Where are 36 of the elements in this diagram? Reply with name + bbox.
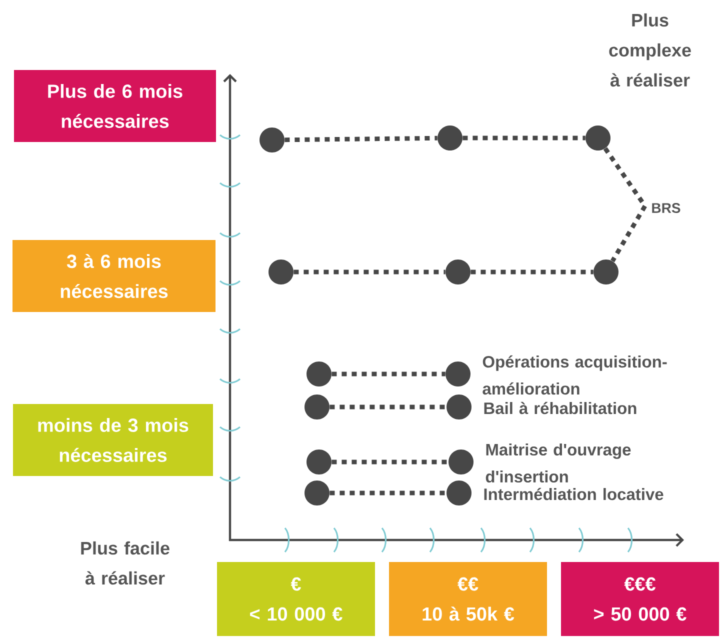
dotted-line [603, 147, 648, 262]
dot [306, 450, 332, 474]
dot [306, 362, 332, 386]
option-label: Intermédiation locative [484, 488, 664, 500]
dot [304, 394, 330, 420]
dot [446, 480, 472, 506]
time-box: Plus de 6 mois nécessaires [14, 70, 216, 142]
edge-label: BRS [652, 203, 680, 213]
dot [446, 260, 470, 284]
dot [586, 126, 610, 150]
dotted-line [462, 136, 586, 140]
dot [446, 394, 472, 420]
dot [448, 450, 474, 474]
dot [304, 480, 330, 506]
dot [268, 260, 294, 284]
dotted-line [330, 404, 446, 410]
dot [260, 128, 284, 152]
time-box: 3 à 6 mois nécessaires [12, 240, 216, 312]
time-box: € < 10 000 € [217, 562, 375, 636]
option-label: Opérations acquisition-amélioration [482, 355, 667, 395]
dotted-line [470, 270, 594, 274]
option-label: Maitrise d'ouvrage d'insertion [486, 443, 631, 483]
time-box: €€ 10 à 50k € [389, 562, 547, 636]
dot [438, 126, 462, 150]
time-box: €€€ > 50 000 € [561, 562, 719, 636]
time-box: moins de 3 mois nécessaires [13, 404, 213, 476]
dotted-line [332, 372, 446, 376]
dotted-line [332, 460, 448, 464]
axis-label: Plus complexe à réaliser [609, 13, 691, 87]
dotted-line [294, 270, 446, 274]
dot [446, 362, 470, 386]
axis-label: Plus facile à réaliser [81, 541, 170, 585]
option-label: Bail à réhabilitation [484, 402, 636, 414]
dotted-line [330, 490, 446, 496]
dot [594, 260, 618, 284]
dotted-line [284, 136, 438, 142]
